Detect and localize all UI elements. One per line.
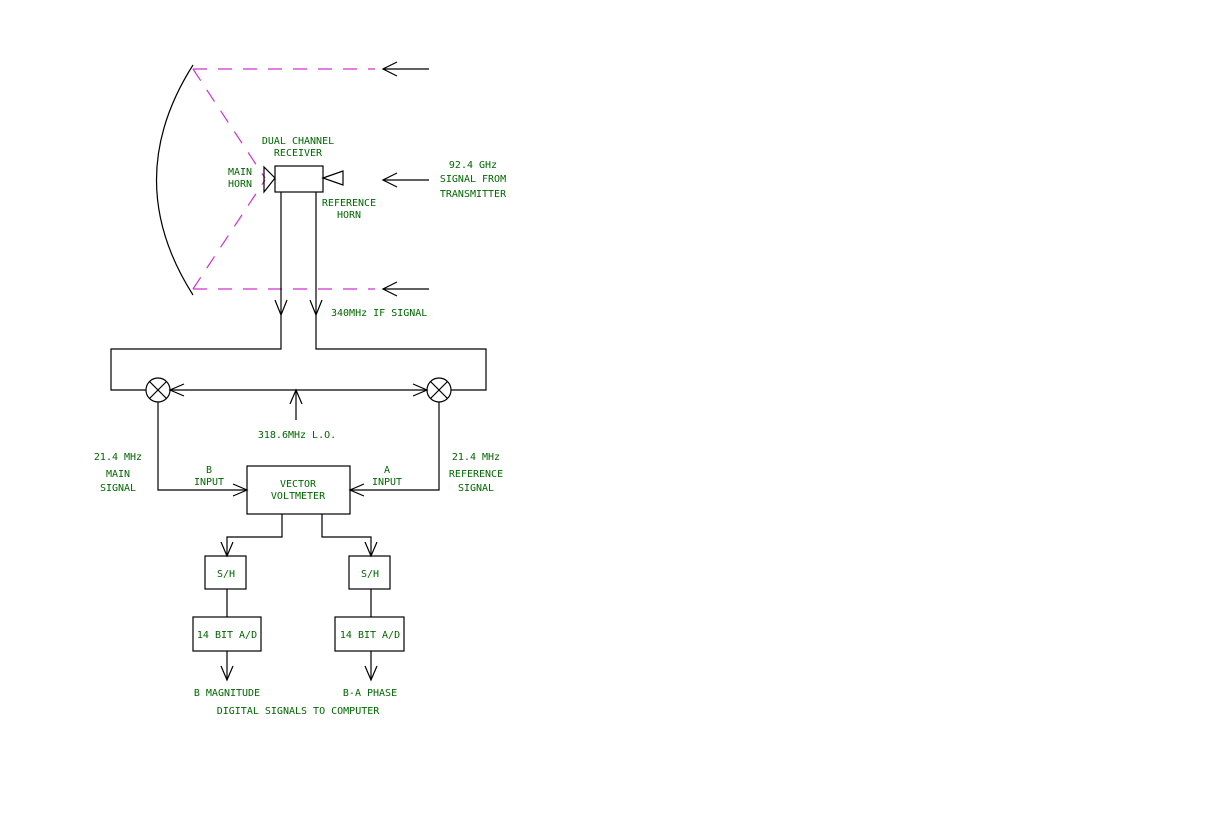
mixer-left-icon <box>145 377 171 403</box>
sample-hold-right-box <box>348 555 391 590</box>
vvm-output-right <box>321 514 378 558</box>
incoming-arrow-bottom <box>381 281 429 297</box>
a-input-label: INPUT <box>372 477 402 488</box>
reflector-dish <box>156 64 194 296</box>
if-bus-left <box>110 315 282 391</box>
if-signal-label: 340MHz IF SIGNAL <box>331 308 427 319</box>
reference-signal-label: REFERENCE <box>449 469 503 480</box>
ad-converter-right-box <box>334 616 405 652</box>
incoming-arrow-top <box>381 61 429 77</box>
mixer-right-icon <box>426 377 452 403</box>
sample-hold-right-label: S/H <box>361 569 379 580</box>
main-signal-label: SIGNAL <box>100 483 136 494</box>
transmitter-signal-label: TRANSMITTER <box>440 189 507 200</box>
receiver-box <box>274 165 324 193</box>
main-horn-icon <box>263 165 276 194</box>
sample-hold-left-label: S/H <box>217 569 235 580</box>
vvm-output-left <box>220 514 283 558</box>
reference-signal-label: SIGNAL <box>458 483 494 494</box>
vector-voltmeter-label: VOLTMETER <box>271 491 326 502</box>
b-a-phase-label: B-A PHASE <box>343 688 397 699</box>
reference-horn-label: REFERENCE <box>322 198 376 209</box>
b-magnitude-label: B MAGNITUDE <box>194 688 260 699</box>
main-signal-label: 21.4 MHz <box>94 452 142 463</box>
reference-horn-label: HORN <box>337 210 361 221</box>
if-line-main <box>274 192 288 317</box>
main-horn-label: MAIN <box>228 167 252 178</box>
ad-converter-left-label: 14 BIT A/D <box>197 630 257 641</box>
digital-signals-label: DIGITAL SIGNALS TO COMPUTER <box>217 706 381 717</box>
beam-paths <box>192 68 375 290</box>
if-line-reference <box>309 192 323 317</box>
a-input-label: A <box>384 465 390 476</box>
lo-line <box>168 383 429 420</box>
vector-voltmeter-box <box>246 465 351 515</box>
incoming-arrow-middle <box>381 172 429 188</box>
vector-voltmeter-label: VECTOR <box>280 479 317 490</box>
transmitter-signal-label: SIGNAL FROM <box>440 174 506 185</box>
lo-label: 318.6MHz L.O. <box>258 430 336 441</box>
receiver-label: DUAL CHANNEL <box>262 136 334 147</box>
if-bus-right <box>315 315 487 391</box>
reference-horn-icon <box>321 170 344 186</box>
main-signal-label: MAIN <box>106 469 130 480</box>
digital-output-left-arrow <box>220 651 234 682</box>
b-input-label: INPUT <box>194 477 224 488</box>
main-horn-label: HORN <box>228 179 252 190</box>
sample-hold-left-box <box>204 555 247 590</box>
receiver-label: RECEIVER <box>274 148 323 159</box>
digital-output-right-arrow <box>364 651 378 682</box>
reference-signal-label: 21.4 MHz <box>452 452 500 463</box>
b-input-label: B <box>206 465 212 476</box>
ad-converter-right-label: 14 BIT A/D <box>340 630 400 641</box>
transmitter-signal-label: 92.4 GHz <box>449 160 497 171</box>
